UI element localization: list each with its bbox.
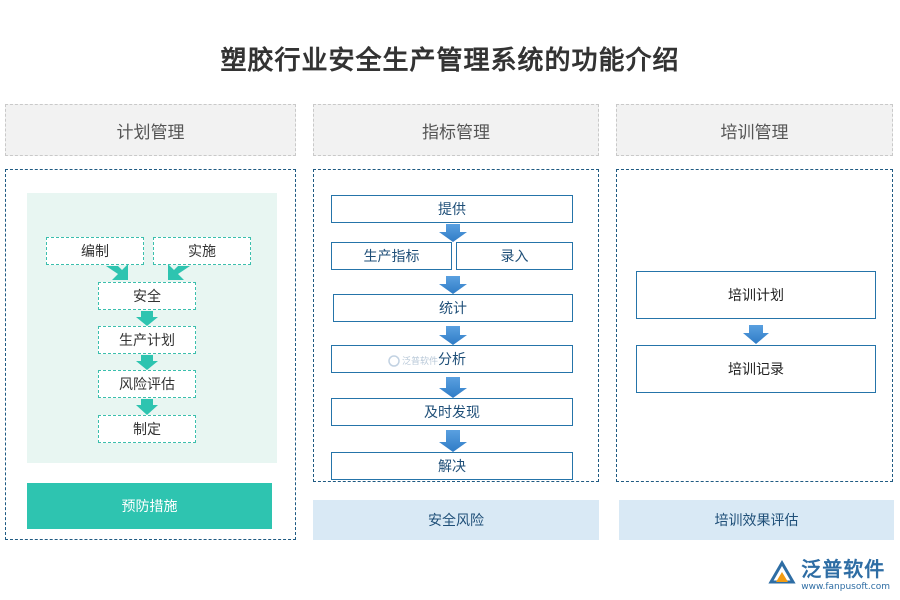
plan-node-risk-assessment: 风险评估 — [98, 370, 196, 398]
index-node-solve: 解决 — [331, 452, 573, 480]
watermark-text: 泛普软件 — [402, 357, 439, 367]
index-node-provide: 提供 — [331, 195, 573, 223]
index-node-analysis: 分析 — [331, 345, 573, 373]
arrow-statistics-to-analysis — [439, 326, 467, 345]
plan-node-formulate: 制定 — [98, 415, 196, 443]
brand-logo: 泛普软件 www.fanpusoft.com — [767, 553, 890, 592]
brand-logo-icon — [768, 559, 796, 583]
index-node-discover: 及时发现 — [331, 398, 573, 426]
plan-node-compile: 编制 — [46, 237, 144, 265]
arrow-safety-to-plan — [136, 311, 158, 326]
plan-node-production-plan: 生产计划 — [98, 326, 196, 354]
plan-footer: 预防措施 — [27, 483, 272, 529]
training-footer: 培训效果评估 — [619, 500, 894, 540]
arrow-risk-to-formulate — [136, 399, 158, 415]
brand-logo-url: www.fanpusoft.com — [801, 582, 890, 592]
arrow-provide-to-index — [439, 224, 467, 242]
arrow-implement-to-safety — [168, 264, 190, 280]
column-header-index: 指标管理 — [313, 104, 599, 156]
index-node-input: 录入 — [456, 242, 573, 270]
plan-node-implement: 实施 — [153, 237, 251, 265]
index-node-production-index: 生产指标 — [331, 242, 452, 270]
arrow-input-to-statistics — [439, 276, 467, 294]
brand-logo-name: 泛普软件 — [801, 557, 886, 581]
plan-node-safety: 安全 — [98, 282, 196, 310]
index-footer: 安全风险 — [313, 500, 599, 540]
training-node-record: 培训记录 — [636, 345, 876, 393]
arrow-compile-to-safety — [106, 264, 128, 280]
arrow-plan-to-risk — [136, 355, 158, 370]
watermark: 泛普软件 — [388, 354, 438, 367]
index-node-statistics: 统计 — [333, 294, 573, 322]
index-panel — [313, 169, 599, 482]
column-header-plan: 计划管理 — [5, 104, 296, 156]
plan-panel — [5, 169, 296, 540]
page-title: 塑胶行业安全生产管理系统的功能介绍 — [220, 46, 680, 76]
training-node-plan: 培训计划 — [636, 271, 876, 319]
column-header-training: 培训管理 — [616, 104, 893, 156]
training-panel — [616, 169, 893, 482]
arrow-training-plan-to-record — [743, 325, 769, 344]
watermark-logo-icon — [388, 354, 400, 367]
arrow-discover-to-solve — [439, 430, 467, 452]
arrow-analysis-to-discover — [439, 377, 467, 398]
